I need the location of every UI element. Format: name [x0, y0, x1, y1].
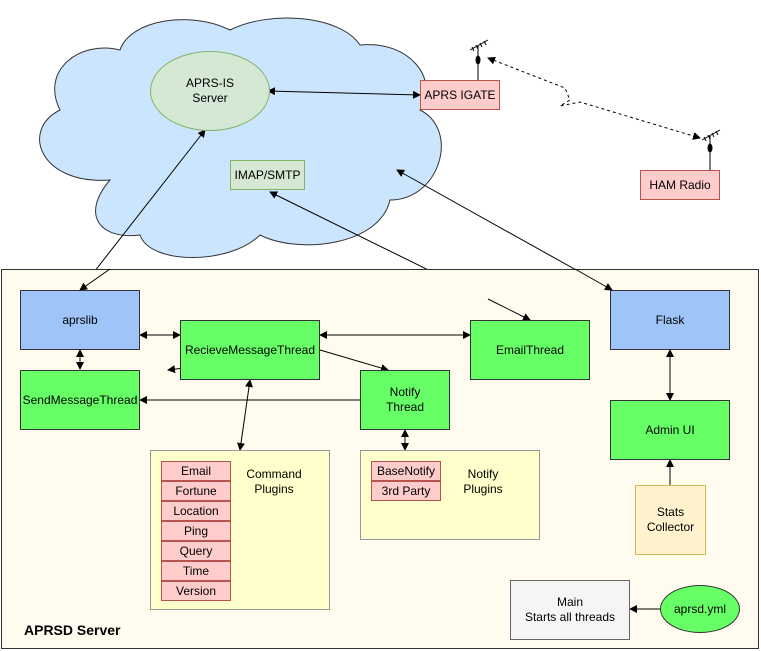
- aprs-is-server-node: APRS-IS Server: [150, 51, 270, 131]
- admin-ui-node: Admin UI: [610, 400, 730, 460]
- stats-collector-node: Stats Collector: [635, 485, 706, 555]
- command-plugin-email: Email: [161, 461, 231, 481]
- radio-link-edge: [487, 56, 701, 140]
- command-plugin-ping: Ping: [161, 521, 231, 541]
- ham-antenna-icon: [701, 129, 721, 172]
- aprs-igate-node: APRS IGATE: [420, 80, 500, 110]
- igate-antenna-icon: [469, 39, 489, 80]
- send-message-thread-node: SendMessageThread: [20, 370, 140, 430]
- main-node: Main Starts all threads: [510, 580, 630, 640]
- aprsd-yml-node: aprsd.yml: [660, 585, 740, 633]
- receive-message-thread-node: RecieveMessageThread: [180, 320, 320, 380]
- notify-plugin-basenotify: BaseNotify: [371, 461, 441, 481]
- command-plugin-time: Time: [161, 561, 231, 581]
- flask-node: Flask: [610, 290, 730, 350]
- imap-smtp-node: IMAP/SMTP: [230, 160, 305, 190]
- command-plugins-title: Command Plugins: [246, 467, 302, 496]
- aprslib-node: aprslib: [20, 290, 140, 350]
- command-plugin-location: Location: [161, 501, 231, 521]
- notify-thread-node: Notify Thread: [360, 370, 450, 430]
- command-plugin-fortune: Fortune: [161, 481, 231, 501]
- ham-radio-node: HAM Radio: [640, 170, 720, 200]
- notify-plugin-3rd-party: 3rd Party: [371, 481, 441, 501]
- edge-aprsis-igate: [267, 87, 421, 99]
- internet-cloud: [39, 17, 442, 258]
- aprsd-server-title: APRSD Server: [24, 622, 121, 638]
- email-thread-node: EmailThread: [470, 320, 590, 380]
- edge-aprsis-aprslib: [79, 129, 206, 291]
- command-plugin-version: Version: [161, 581, 231, 601]
- command-plugin-query: Query: [161, 541, 231, 561]
- notify-plugins-title: Notify Plugins: [463, 467, 503, 496]
